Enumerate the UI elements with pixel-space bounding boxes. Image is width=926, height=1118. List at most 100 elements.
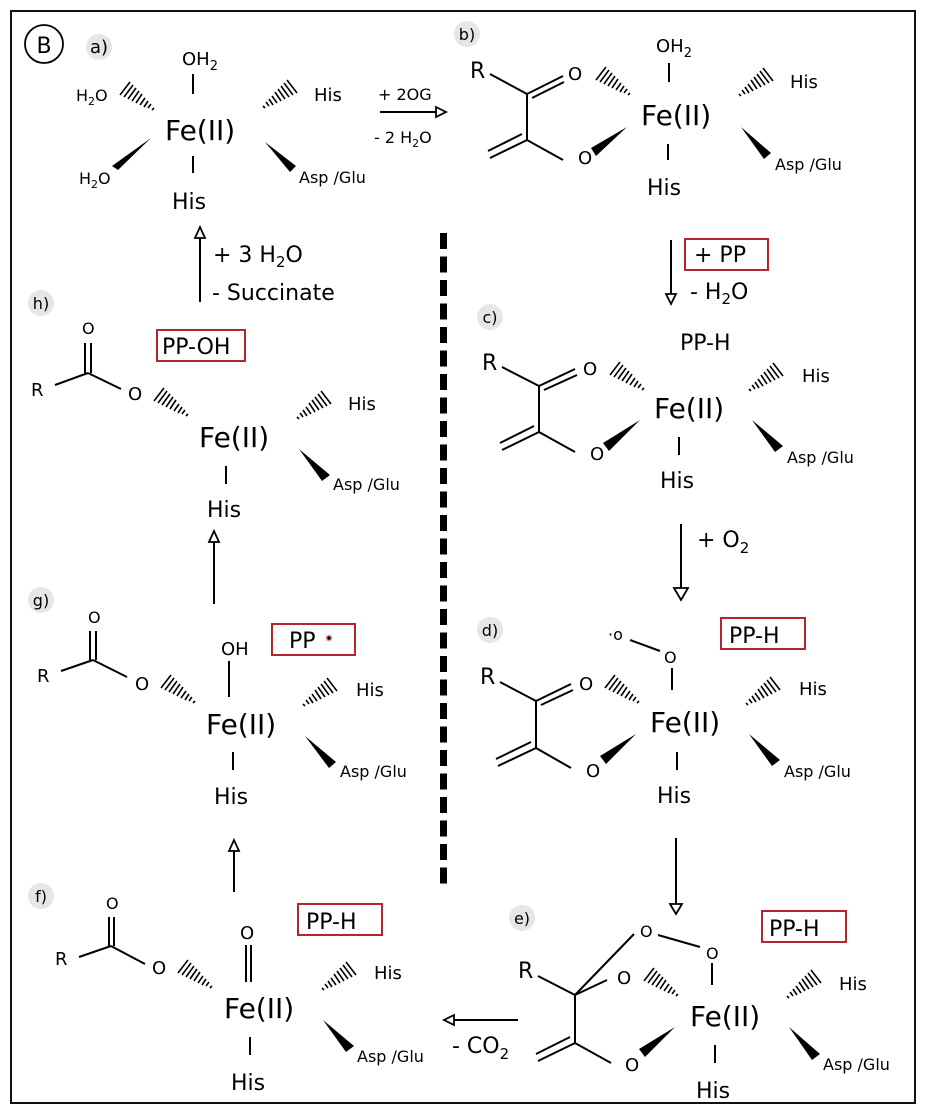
superoxide-radical-o: ·o [608,625,623,644]
divider-dash [440,444,447,461]
svg-text:R: R [55,949,68,970]
divider-dash [440,256,447,273]
svg-text:Asp /Glu: Asp /Glu [357,1047,424,1066]
divider-dash [440,609,447,625]
substrate-box [761,910,847,943]
svg-text:- Succinate: - Succinate [212,281,335,306]
figure-frame [10,10,916,1104]
svg-text:Asp /Glu: Asp /Glu [333,475,400,494]
svg-text:Asp /Glu: Asp /Glu [784,762,851,781]
svg-text:Fe(II): Fe(II) [224,992,294,1025]
svg-text:O: O [128,384,142,405]
complex-g: g) O R O OH PP Fe(II) His Asp /Glu His [28,587,407,810]
svg-text:R: R [31,380,44,401]
step-label-e: e) [514,909,530,928]
divider-dash [440,656,447,672]
divider-dash [440,233,447,249]
svg-text:O: O [640,922,653,941]
arrow-c-to-d: + O2 [672,524,749,602]
svg-text:OH: OH [221,639,249,660]
arrow-d-to-e [668,838,684,916]
svg-text:His: His [790,72,818,93]
divider-dash [440,679,447,696]
divider-dash [440,515,447,531]
divider-dash [440,867,447,884]
divider-dash [440,327,447,343]
substrate-box [271,623,356,656]
arrow-g-to-h [207,528,221,604]
step-label-b: b) [459,25,475,44]
svg-text:O: O [583,359,597,380]
complex-d: d) ·o O PP-H R O O Fe(II) His Asp /Glu H… [477,617,851,809]
oh2-ligand: OH2 [182,49,218,74]
svg-text:+ 2OG: + 2OG [378,85,432,104]
divider-dash [440,797,447,813]
svg-text:O: O [152,958,166,979]
step-label-g: g) [33,591,49,610]
svg-text:Fe(II): Fe(II) [206,708,276,741]
arrow-f-to-g [227,837,241,892]
svg-text:PP-H: PP-H [729,624,780,649]
divider-dash [440,562,447,578]
step-label-c: c) [482,308,497,327]
svg-text:O: O [82,319,95,338]
svg-text:R: R [482,351,497,376]
asp-glu-ligand: Asp /Glu [299,168,366,187]
svg-text:Asp /Glu: Asp /Glu [823,1055,890,1074]
divider-dash [440,374,447,390]
arrow-e-to-f: - CO2 [441,1013,518,1063]
svg-text:O: O [586,761,600,782]
divider-dash [440,350,447,367]
svg-text:PP: PP [289,629,316,654]
divider-dash [440,421,447,437]
divider-dash [440,844,447,860]
panel-label-circle [24,24,64,64]
svg-text:PP-H: PP-H [306,910,357,935]
svg-text:His: His [356,680,384,701]
svg-text:PP-H: PP-H [769,917,820,942]
svg-text:O: O [106,894,119,913]
divider-dash [440,538,447,555]
step-label-h: h) [33,294,49,313]
svg-text:- CO2: - CO2 [452,1034,509,1063]
substrate-box [297,903,383,936]
svg-text:His: His [231,1071,265,1096]
svg-text:Fe(II): Fe(II) [199,421,269,454]
svg-text:His: His [839,974,867,995]
complex-a: a) OH2 H2O Fe(II) His H2O Asp /Glu His [76,34,366,215]
divider-dash [440,773,447,790]
arrow-b-to-c: + PP - H2O [664,238,769,308]
his-ligand: His [172,190,206,215]
svg-text:His: His [802,366,830,387]
svg-text:O: O [568,64,582,85]
svg-text:His: His [374,963,402,984]
complex-b: b) R O O OH2 Fe(II) His Asp /Glu His [454,21,842,201]
metal-center: Fe(II) [165,114,235,147]
svg-text:His: His [657,784,691,809]
svg-text:Asp /Glu: Asp /Glu [787,448,854,467]
svg-text:R: R [37,666,50,687]
svg-text:R: R [518,959,533,984]
svg-text:+ PP: + PP [694,243,746,268]
svg-text:O: O [135,674,149,695]
h2o-ligand: H2O [79,169,111,191]
arrow-a-to-b: + 2OG - 2 H2O [374,85,449,150]
svg-text:Fe(II): Fe(II) [641,99,711,132]
svg-text:Fe(II): Fe(II) [690,1000,760,1033]
divider-dashed-line [440,233,447,884]
svg-text:O: O [240,923,254,944]
h2o-ligand: H2O [76,86,108,108]
svg-text:R: R [470,59,485,84]
svg-text:Fe(II): Fe(II) [650,706,720,739]
svg-text:O: O [625,1055,639,1076]
svg-text:His: His [348,394,376,415]
divider-dash [440,303,447,320]
substrate-label: PP-H [680,331,731,356]
svg-text:OH2: OH2 [656,36,692,61]
svg-text:His: His [214,785,248,810]
svg-text:O: O [706,944,719,963]
divider-dash [440,750,447,766]
divider-dash [440,703,447,719]
svg-text:His: His [660,469,694,494]
